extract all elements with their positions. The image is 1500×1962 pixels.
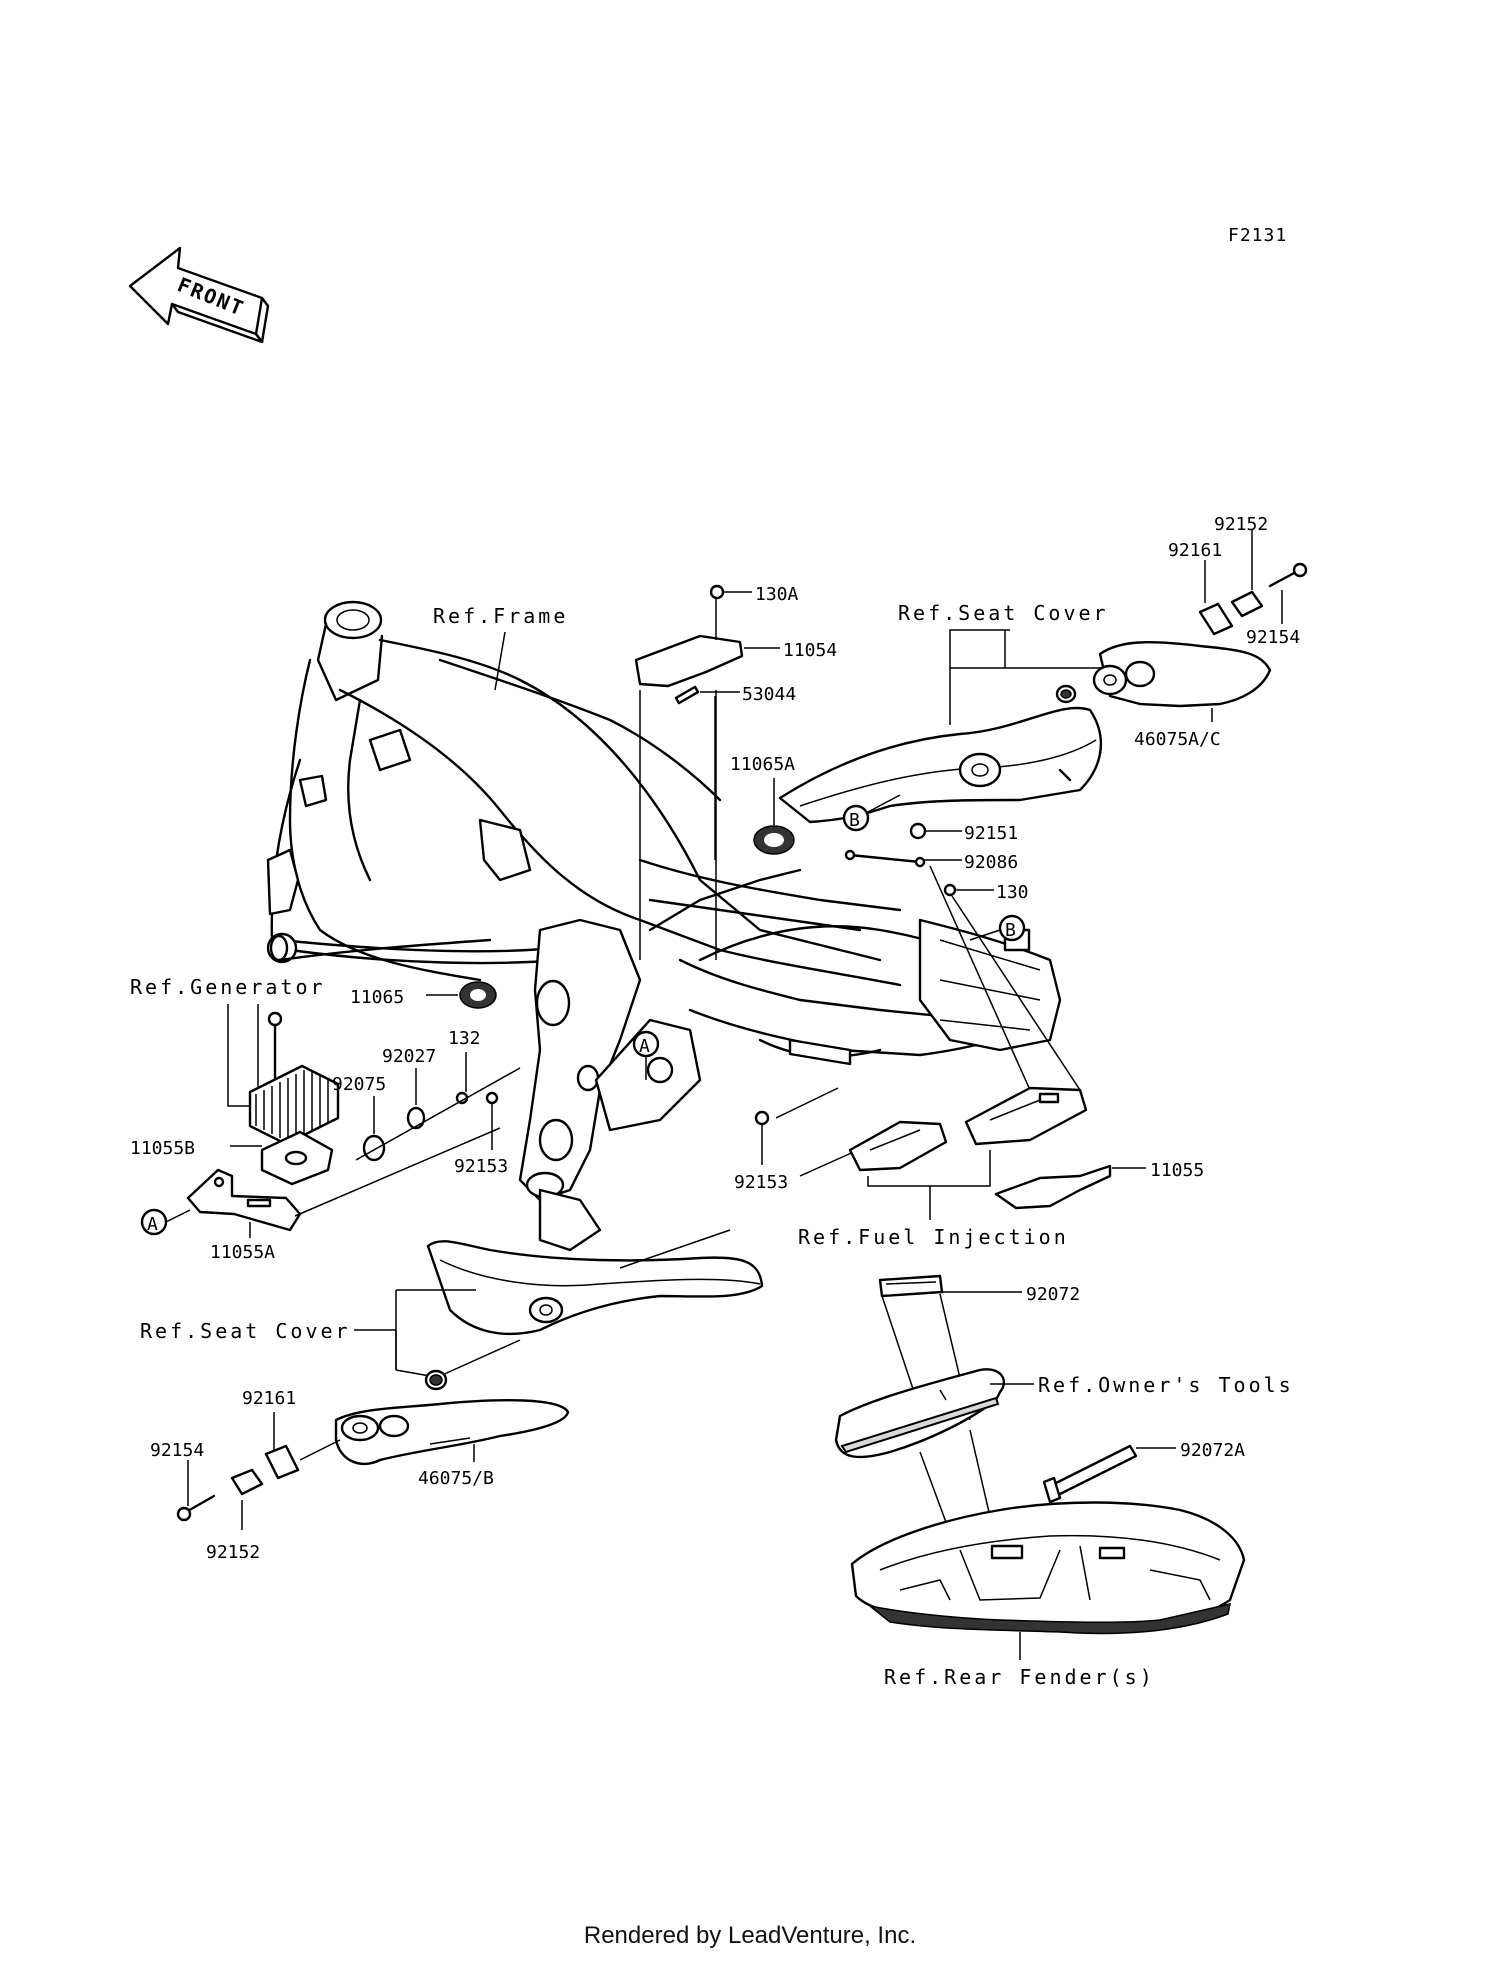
svg-text:11055A: 11055A: [210, 1242, 275, 1263]
part-130: 130: [943, 882, 1081, 1091]
part-92152-bot: 92152: [206, 1468, 264, 1563]
footer-credit: Rendered by LeadVenture, Inc.: [583, 1922, 917, 1949]
svg-text:Ref.Owner's Tools: Ref.Owner's Tools: [1038, 1373, 1294, 1397]
svg-text:Ref.Seat Cover: Ref.Seat Cover: [898, 601, 1109, 625]
callout-a-frame: A: [632, 1030, 660, 1080]
callout-b-upper: B: [842, 794, 901, 832]
fuel-injection-parts: 11055 Ref.Fuel Injection: [798, 1086, 1204, 1249]
seat-cover-left: Ref.Seat Cover: [140, 1229, 764, 1391]
svg-text:Ref.Rear Fender(s): Ref.Rear Fender(s): [884, 1665, 1155, 1689]
frame-illustration: [266, 600, 1062, 1252]
svg-text:A: A: [639, 1036, 650, 1057]
svg-text:92154: 92154: [150, 1440, 204, 1461]
part-92161-top: 92161: [1168, 540, 1234, 636]
part-92154-bot: 92154: [150, 1440, 216, 1522]
part-92151: 92151: [909, 822, 1018, 844]
svg-text:92161: 92161: [242, 1388, 296, 1409]
front-arrow-icon: FRONT: [128, 246, 270, 344]
callout-b-lower: B: [969, 914, 1026, 942]
part-92153-left: 92153: [454, 1091, 508, 1177]
seat-cover-top: Ref.Seat Cover: [778, 601, 1121, 824]
svg-text:11055: 11055: [1150, 1160, 1204, 1181]
figure-code: F2131: [1228, 225, 1287, 246]
svg-text:Ref.Fuel Injection: Ref.Fuel Injection: [798, 1225, 1069, 1249]
svg-text:B: B: [849, 810, 860, 831]
svg-text:11055B: 11055B: [130, 1138, 195, 1159]
svg-text:46075/B: 46075/B: [418, 1468, 494, 1489]
svg-text:92086: 92086: [964, 852, 1018, 873]
rear-fender: Ref.Rear Fender(s): [850, 1501, 1246, 1689]
svg-text:53044: 53044: [742, 684, 796, 705]
owners-tools: Ref.Owner's Tools: [834, 1368, 1294, 1561]
grip-46075AC: 46075A/C: [1055, 641, 1272, 750]
part-11055A: 11055A: [186, 1127, 501, 1263]
part-11054: 11054: [634, 598, 837, 960]
part-11055B: 11055B: [130, 1138, 262, 1159]
svg-text:11054: 11054: [783, 640, 837, 661]
svg-text:11065A: 11065A: [730, 754, 795, 775]
svg-text:92075: 92075: [332, 1074, 386, 1095]
svg-text:130: 130: [996, 882, 1029, 903]
svg-text:92151: 92151: [964, 823, 1018, 844]
svg-text:92153: 92153: [734, 1172, 788, 1193]
svg-text:92153: 92153: [454, 1156, 508, 1177]
part-92072: 92072: [878, 1274, 1080, 1421]
svg-text:92152: 92152: [206, 1542, 260, 1563]
regulator-assembly: Ref.Generator 92075 92027 132: [130, 975, 521, 1186]
part-92086: 92086: [844, 849, 1031, 1091]
svg-text:A: A: [147, 1214, 158, 1235]
svg-text:130A: 130A: [755, 584, 799, 605]
part-11065: 11065: [350, 981, 497, 1009]
part-92153-mid: 92153: [734, 1087, 859, 1193]
svg-text:92152: 92152: [1214, 514, 1268, 535]
svg-text:92072: 92072: [1026, 1284, 1080, 1305]
part-92072A: 92072A: [1042, 1440, 1245, 1504]
part-92154-top: 92154: [1246, 562, 1308, 648]
svg-text:46075A/C: 46075A/C: [1134, 729, 1221, 750]
svg-text:Ref.Seat Cover: Ref.Seat Cover: [140, 1319, 351, 1343]
part-92161-bot: 92161: [242, 1388, 300, 1480]
svg-text:Ref.Frame: Ref.Frame: [433, 604, 568, 628]
part-11065A: 11065A: [730, 754, 795, 855]
svg-text:132: 132: [448, 1028, 481, 1049]
svg-text:B: B: [1005, 920, 1016, 941]
svg-text:92027: 92027: [382, 1046, 436, 1067]
svg-text:92072A: 92072A: [1180, 1440, 1245, 1461]
part-130A: 130A: [709, 584, 799, 605]
svg-text:11065: 11065: [350, 987, 404, 1008]
part-53044: 53044: [674, 684, 796, 860]
callout-a-left: A: [140, 1208, 191, 1236]
svg-text:92154: 92154: [1246, 627, 1300, 648]
grip-46075B: 46075/B: [299, 1399, 570, 1489]
part-92152-top: 92152: [1214, 514, 1268, 618]
ref-frame-label: Ref.Frame: [433, 604, 568, 691]
svg-text:Ref.Generator: Ref.Generator: [130, 975, 326, 999]
svg-text:92161: 92161: [1168, 540, 1222, 561]
